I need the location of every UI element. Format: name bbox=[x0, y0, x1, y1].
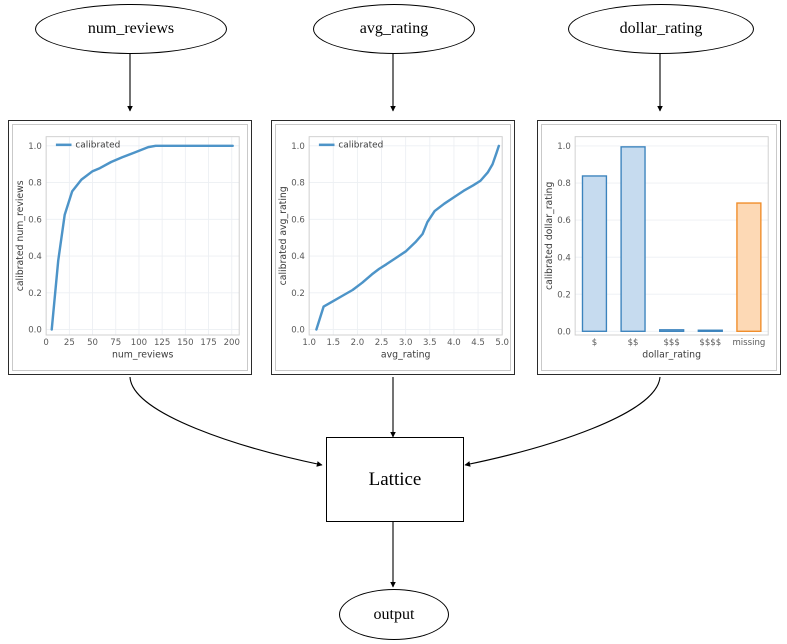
svg-text:4.0: 4.0 bbox=[447, 338, 461, 348]
lattice-node[interactable]: Lattice bbox=[326, 437, 464, 522]
plot-frame-num-reviews: 0.0 0.2 0.4 0.6 0.8 1.0 0 25 50 75 100 125 150 175 200… bbox=[12, 124, 248, 371]
svg-text:0.8: 0.8 bbox=[291, 179, 305, 189]
svg-text:num_reviews: num_reviews bbox=[112, 349, 174, 360]
svg-text:calibrated: calibrated bbox=[338, 141, 383, 151]
svg-text:calibrated avg_rating: calibrated avg_rating bbox=[278, 186, 289, 285]
svg-text:0.6: 0.6 bbox=[557, 216, 571, 226]
svg-text:$$$: $$$ bbox=[663, 338, 679, 348]
svg-text:0.4: 0.4 bbox=[291, 252, 305, 262]
plot-frame-avg-rating: 0.0 0.2 0.4 0.6 0.8 1.0 1.0 1.5 2.0 2.5 3.0 3.5 4.0 4… bbox=[275, 124, 511, 371]
input-node-avg-rating-label: avg_rating bbox=[359, 20, 429, 37]
svg-text:3.5: 3.5 bbox=[423, 338, 437, 348]
input-node-num-reviews-label: num_reviews bbox=[87, 20, 175, 37]
svg-text:0: 0 bbox=[43, 338, 48, 348]
svg-text:3.0: 3.0 bbox=[399, 338, 413, 348]
svg-text:calibrated: calibrated bbox=[75, 141, 120, 151]
lattice-node-label: Lattice bbox=[368, 468, 422, 490]
svg-text:0.6: 0.6 bbox=[291, 215, 305, 225]
edge-chart1-to-lattice bbox=[129, 376, 323, 467]
svg-text:0.0: 0.0 bbox=[557, 327, 571, 337]
output-node[interactable]: output bbox=[339, 589, 449, 640]
svg-text:0.4: 0.4 bbox=[557, 253, 571, 263]
calibration-chart-num-reviews[interactable]: 0.0 0.2 0.4 0.6 0.8 1.0 0 25 50 75 100 125 150 175 200… bbox=[8, 120, 252, 375]
svg-text:0.4: 0.4 bbox=[28, 252, 42, 262]
input-node-avg-rating[interactable]: avg_rating bbox=[313, 4, 475, 54]
svg-text:150: 150 bbox=[177, 338, 193, 348]
svg-text:calibrated dollar_rating: calibrated dollar_rating bbox=[544, 182, 555, 290]
svg-text:0.2: 0.2 bbox=[28, 289, 42, 299]
svg-text:calibrated num_reviews: calibrated num_reviews bbox=[15, 180, 26, 291]
svg-text:25: 25 bbox=[64, 338, 75, 348]
input-node-num-reviews[interactable]: num_reviews bbox=[35, 4, 227, 54]
edge-chart3-to-lattice bbox=[464, 376, 661, 467]
plot-dollar-rating: 0.00.20.40.60.81.0$$$$$$$$$$missingdolla… bbox=[544, 136, 769, 360]
svg-text:125: 125 bbox=[154, 338, 170, 348]
svg-text:0.8: 0.8 bbox=[557, 179, 571, 189]
input-node-dollar-rating[interactable]: dollar_rating bbox=[568, 4, 754, 54]
svg-text:75: 75 bbox=[110, 338, 121, 348]
plot-num-reviews: 0.0 0.2 0.4 0.6 0.8 1.0 0 25 50 75 100 125 150 175 200… bbox=[15, 136, 240, 360]
svg-text:175: 175 bbox=[200, 338, 216, 348]
svg-text:$: $ bbox=[592, 338, 597, 348]
input-node-dollar-rating-label: dollar_rating bbox=[619, 20, 703, 37]
svg-text:0.0: 0.0 bbox=[291, 326, 305, 336]
plot-avg-rating: 0.0 0.2 0.4 0.6 0.8 1.0 1.0 1.5 2.0 2.5 3.0 3.5 4.0 4… bbox=[278, 136, 509, 360]
svg-text:2.5: 2.5 bbox=[375, 338, 389, 348]
calibration-chart-avg-rating[interactable]: 0.0 0.2 0.4 0.6 0.8 1.0 1.0 1.5 2.0 2.5 3.0 3.5 4.0 4… bbox=[271, 120, 515, 375]
svg-text:4.5: 4.5 bbox=[471, 338, 485, 348]
svg-text:100: 100 bbox=[131, 338, 147, 348]
svg-text:0.0: 0.0 bbox=[28, 326, 42, 336]
svg-text:1.0: 1.0 bbox=[291, 142, 305, 152]
svg-text:2.0: 2.0 bbox=[351, 338, 365, 348]
svg-text:0.2: 0.2 bbox=[557, 290, 571, 300]
svg-text:1.5: 1.5 bbox=[326, 338, 340, 348]
svg-text:1.0: 1.0 bbox=[28, 142, 42, 152]
svg-text:0.2: 0.2 bbox=[291, 289, 305, 299]
output-node-label: output bbox=[373, 605, 415, 623]
svg-text:$$$$: $$$$ bbox=[699, 338, 721, 348]
svg-text:0.6: 0.6 bbox=[28, 215, 42, 225]
svg-text:0.8: 0.8 bbox=[28, 179, 42, 189]
svg-text:missing: missing bbox=[732, 338, 765, 348]
svg-text:5.0: 5.0 bbox=[495, 338, 509, 348]
svg-text:50: 50 bbox=[87, 338, 98, 348]
svg-text:1.0: 1.0 bbox=[557, 142, 571, 152]
svg-text:dollar_rating: dollar_rating bbox=[642, 349, 701, 360]
svg-text:200: 200 bbox=[224, 338, 240, 348]
svg-text:avg_rating: avg_rating bbox=[381, 349, 431, 360]
svg-text:1.0: 1.0 bbox=[302, 338, 316, 348]
svg-text:$$: $$ bbox=[628, 338, 639, 348]
